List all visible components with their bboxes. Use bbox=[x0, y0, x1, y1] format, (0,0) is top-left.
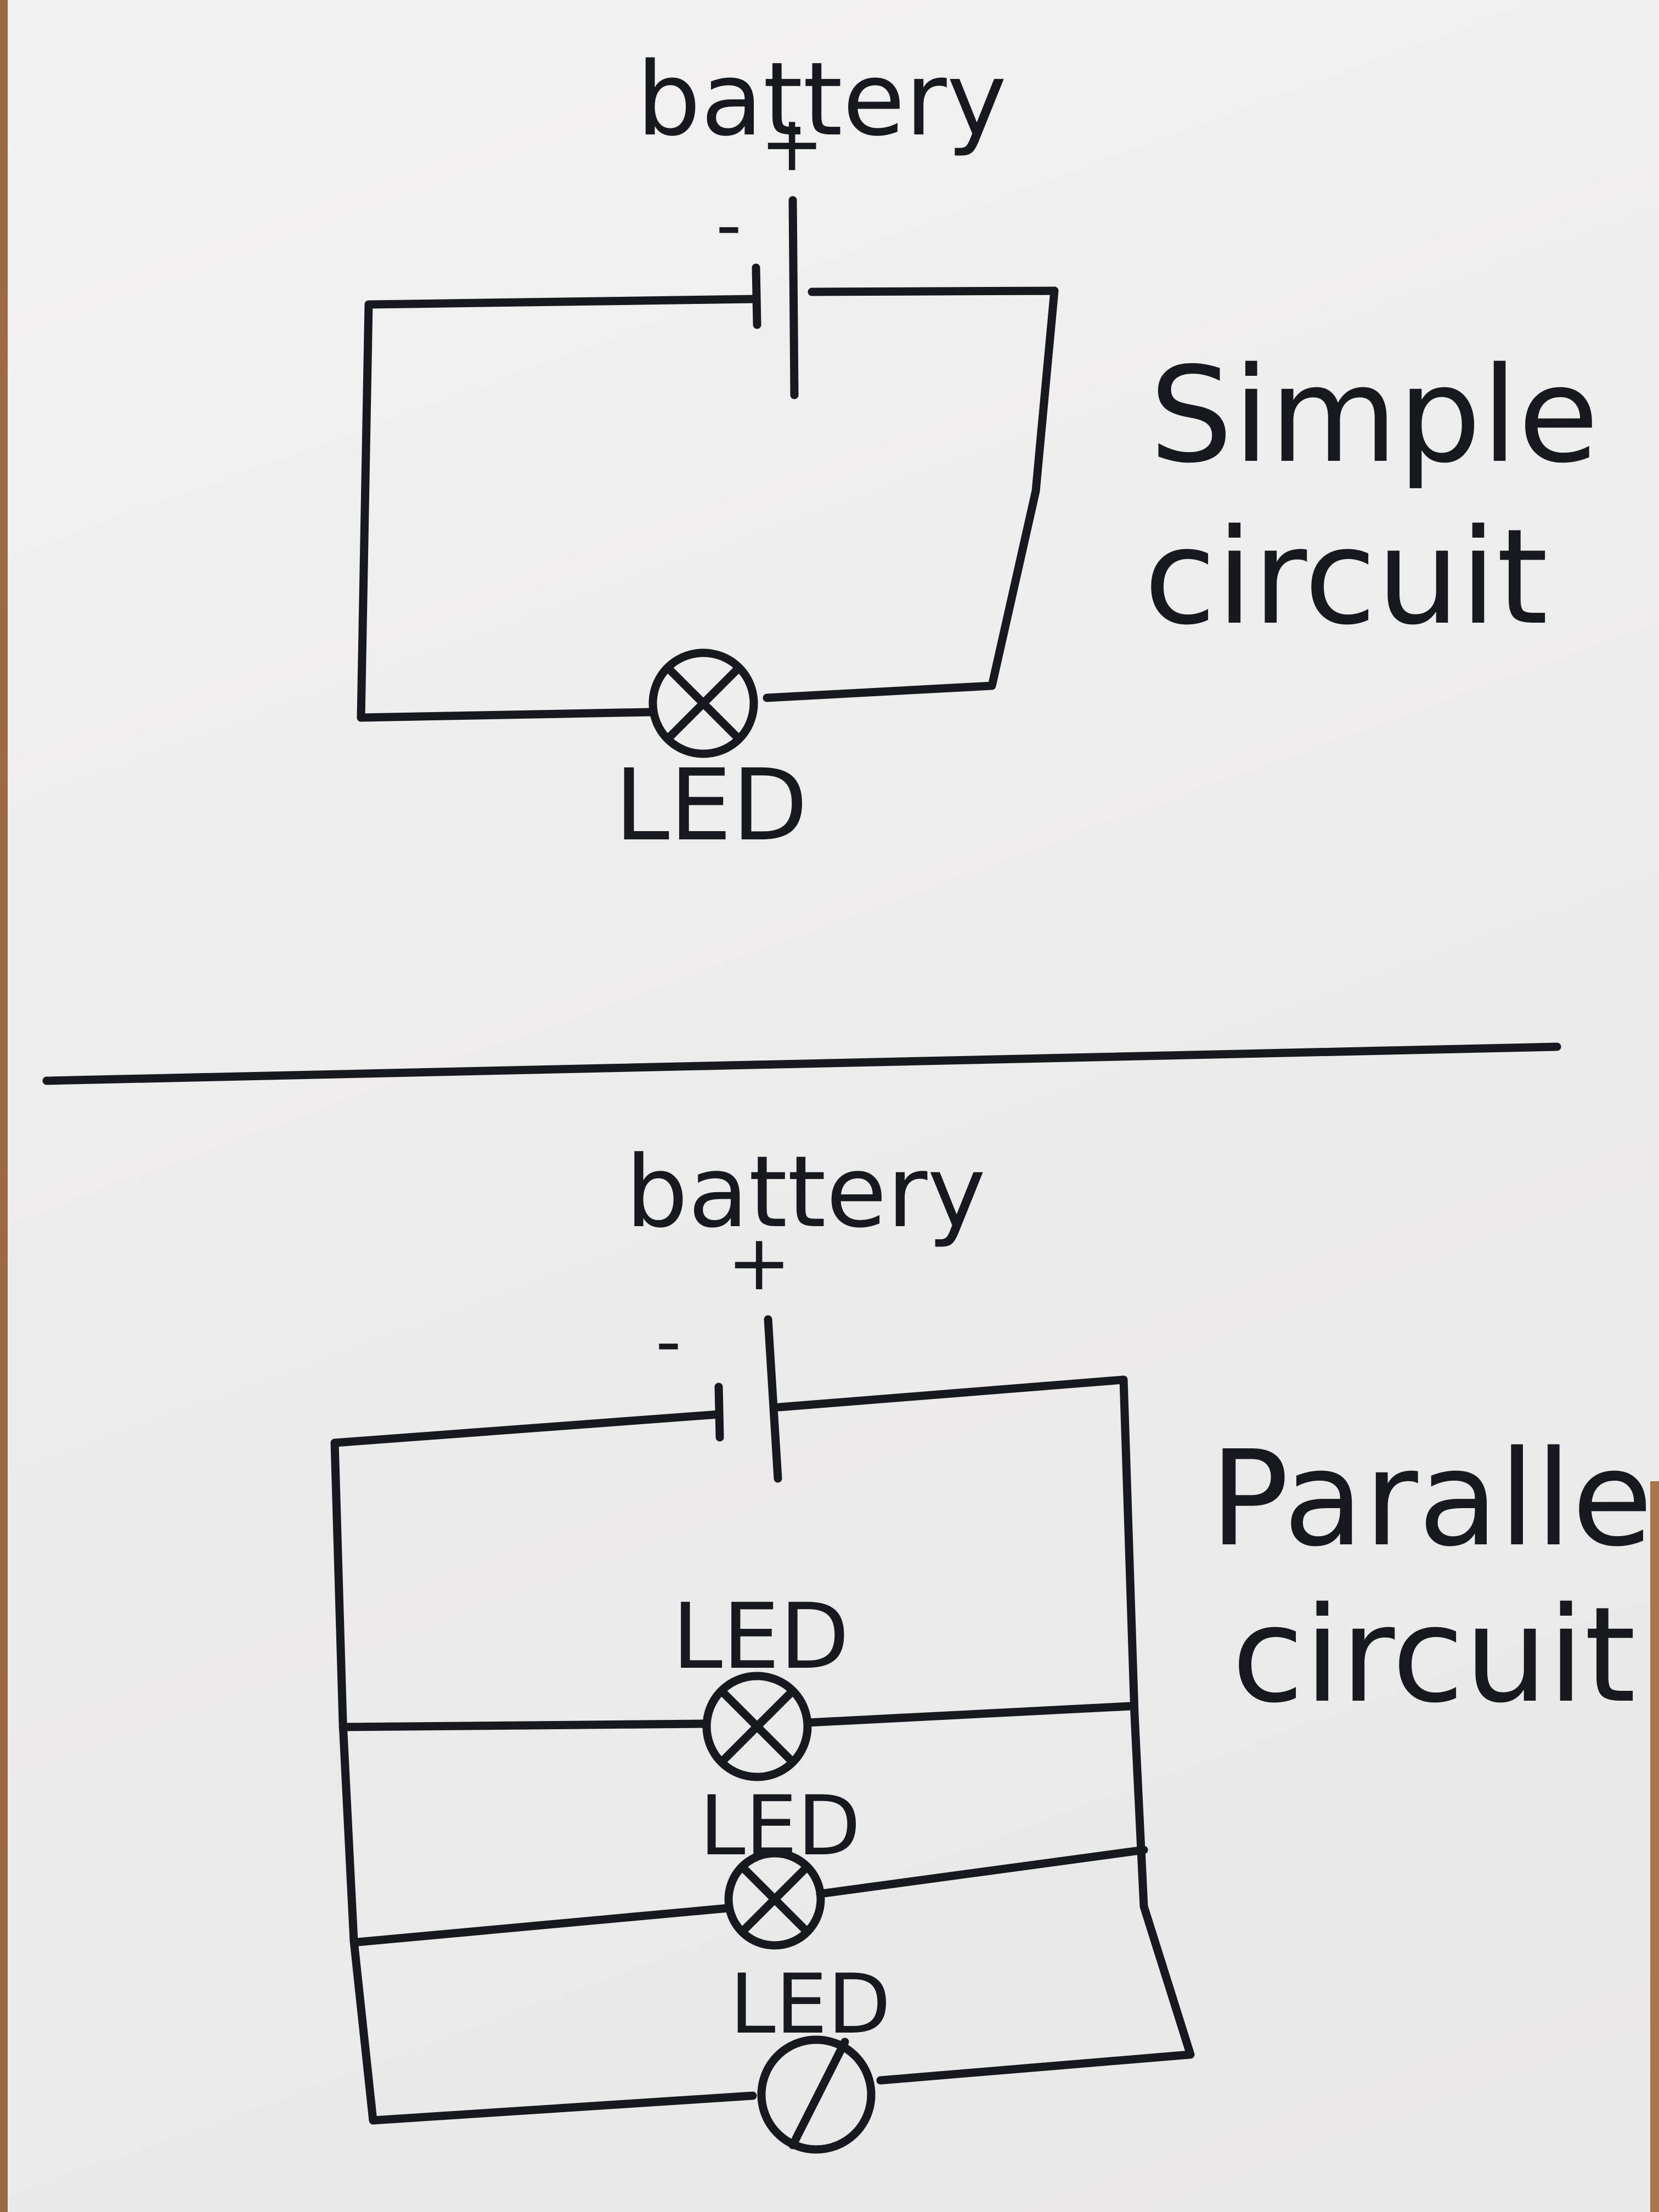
parallel-led2-lamp-icon bbox=[724, 1849, 825, 1950]
table-edge-left bbox=[0, 0, 8, 2212]
parallel-wire-right-frame bbox=[775, 1375, 1195, 2085]
parallel-branch1-right bbox=[803, 1702, 1135, 1727]
parallel-circuit: battery + - LED LED LED bbox=[330, 1135, 1659, 2154]
simple-title-line2: circuit bbox=[1144, 500, 1548, 654]
parallel-led3-label: LED bbox=[730, 1957, 891, 2052]
simple-battery-label: battery bbox=[636, 40, 1007, 159]
section-divider bbox=[42, 1042, 1561, 1085]
parallel-battery-label: battery bbox=[625, 1135, 986, 1250]
simple-negative-sign: - bbox=[716, 183, 742, 267]
parallel-positive-sign: + bbox=[727, 1218, 791, 1308]
parallel-led1-lamp-icon bbox=[702, 1672, 812, 1781]
parallel-negative-sign: - bbox=[656, 1300, 681, 1383]
simple-title-line1: Simple bbox=[1149, 338, 1599, 492]
simple-circuit: battery + - LED Simple circuit bbox=[357, 40, 1599, 863]
simple-positive-sign: + bbox=[760, 99, 824, 189]
simple-battery-positive-plate bbox=[788, 196, 799, 399]
parallel-title-line2: circuit bbox=[1232, 1578, 1636, 1732]
parallel-branch2-left bbox=[353, 1904, 733, 1946]
simple-wire-left bbox=[357, 295, 760, 722]
parallel-led3-lamp-icon bbox=[757, 2035, 876, 2154]
parallel-branch2-right bbox=[816, 1846, 1148, 1898]
parallel-led2-label: LED bbox=[699, 1779, 861, 1874]
parallel-branch1-left bbox=[338, 1719, 711, 1731]
parallel-battery-positive-plate bbox=[764, 1315, 782, 1483]
simple-led-lamp-icon bbox=[648, 648, 758, 758]
parallel-wire-left-frame bbox=[330, 1410, 757, 2125]
simple-wire-right bbox=[763, 286, 1059, 702]
parallel-title-line1: Parallel bbox=[1210, 1422, 1659, 1576]
simple-led-label: LED bbox=[614, 748, 808, 863]
table-edge-right bbox=[1650, 1481, 1659, 2212]
parallel-led1-label: LED bbox=[672, 1584, 849, 1689]
